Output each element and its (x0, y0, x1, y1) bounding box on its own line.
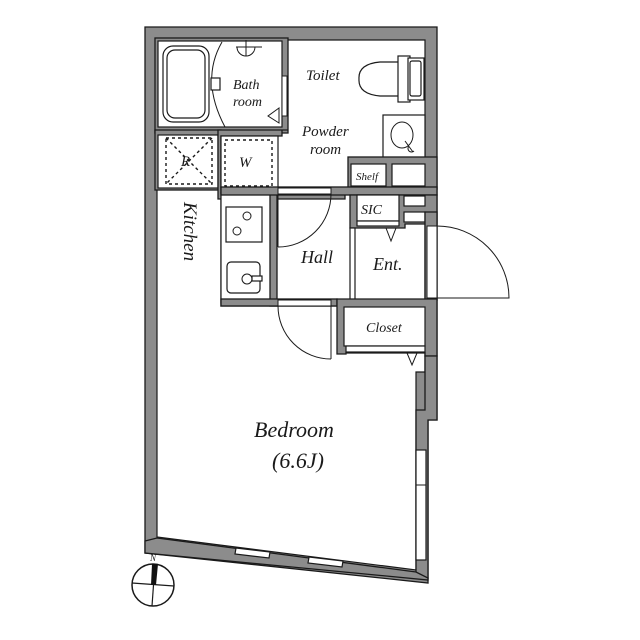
hall-left-wall (269, 192, 278, 307)
bedroom-label: Bedroom (254, 417, 334, 442)
washer-outline (224, 139, 273, 187)
shower-head-icon (236, 40, 262, 57)
bedroom-south-window (234, 547, 271, 559)
kitchen-faucet-icon (251, 275, 263, 282)
bath-faucet (210, 77, 221, 91)
bedroom-east-window (415, 449, 427, 561)
closet (343, 306, 426, 347)
powder-label-2: room (310, 142, 341, 158)
refrigerator-space (157, 134, 219, 189)
refrigerator-label: R (180, 154, 190, 170)
hall-label: Hall (300, 247, 333, 267)
bath-opening (281, 75, 288, 117)
entrance-door-gap (426, 225, 438, 299)
bathtub-inner (166, 49, 206, 119)
burner-icon (232, 226, 242, 236)
entrance-label: Ent. (372, 254, 403, 274)
sic-right-box-2 (403, 211, 426, 223)
sic-door (356, 220, 400, 227)
shelf-label: Shelf (356, 171, 380, 183)
entrance-divider (349, 227, 356, 301)
bedroom-south-wall (144, 537, 429, 581)
kitchen-label: Kitchen (179, 201, 200, 261)
toilet-bowl-icon (358, 61, 406, 97)
compass-icon: N (131, 553, 175, 607)
bath-label: Bath (233, 78, 259, 93)
door-marker-icon (406, 352, 418, 367)
sic-right-box (403, 195, 426, 207)
closet-label: Closet (366, 321, 403, 336)
toilet-label: Toilet (306, 68, 340, 84)
hall-door-gap (277, 187, 332, 195)
powder-sink-icon (390, 121, 414, 149)
bedroom-door-arc (277, 305, 332, 360)
shelf (350, 163, 387, 187)
door-marker-icon (385, 227, 397, 243)
bedroom-size-label: (6.6J) (272, 448, 324, 473)
sic-label: SIC (361, 203, 383, 218)
powder-label: Powder (301, 124, 349, 140)
closet-door (345, 345, 426, 353)
entrance-door-arc (436, 225, 510, 299)
bedroom-door-gap (277, 299, 332, 307)
powder-sink-counter (382, 114, 426, 159)
washer-label: W (239, 155, 253, 171)
compass-north-label: N (149, 553, 157, 563)
burner-icon (242, 211, 252, 221)
stovetop-icon (225, 206, 263, 243)
hall-door-arc (277, 193, 332, 248)
bath-label-2: room (233, 95, 262, 110)
washer-space (220, 135, 279, 189)
powder-faucet-icon (404, 140, 415, 153)
shelf-right-box (391, 163, 426, 187)
bedroom-south-window (307, 556, 344, 568)
refrigerator-outline (165, 137, 213, 185)
door-marker-icon (267, 107, 280, 124)
compass-north-needle (151, 564, 158, 585)
toilet-tank-inner (409, 60, 422, 97)
refrigerator-cross (165, 137, 213, 185)
